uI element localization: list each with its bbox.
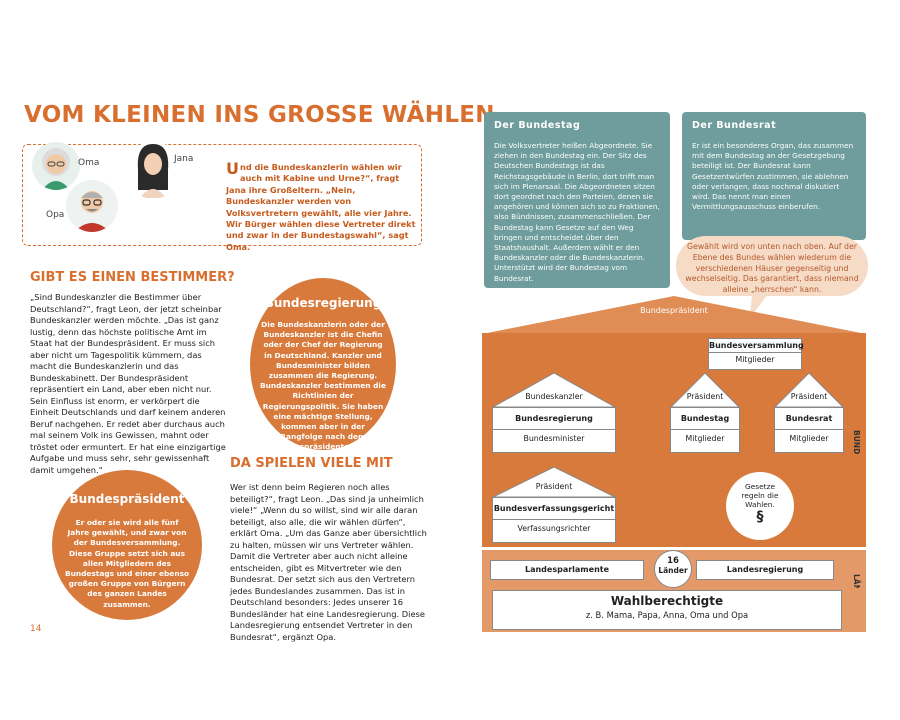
- diagram-bundestag-title: Bundestag: [680, 414, 730, 423]
- diagram-bundestag-sub: Mitglieder: [671, 429, 739, 443]
- oma-avatar: [32, 142, 80, 190]
- diagram-versammlung-title: Bundesversammlung: [709, 341, 804, 350]
- bundesrat-info-title: Der Bundesrat: [692, 120, 777, 131]
- oma-label: Oma: [78, 158, 100, 168]
- diagram-gesetze-circle: Gesetze regeln die Wahlen. §: [726, 472, 794, 540]
- diagram-landesregierung-box: Landesregierung: [696, 560, 834, 580]
- diagram-bundesrat-box: Bundesrat Mitglieder: [774, 407, 844, 453]
- diagram-bund-label: BUND: [852, 430, 861, 455]
- diagram-kanzler-sub: Bundesminister: [493, 429, 615, 443]
- section-text-spielen: Wer ist denn beim Regieren noch alles be…: [230, 482, 427, 642]
- info-bubble-text: Gewählt wird von unten nach oben. Auf de…: [685, 242, 859, 295]
- diagram-gesetze-text: Gesetze regeln die Wahlen.: [741, 482, 779, 509]
- diagram-roof-label: Bundespräsident: [640, 306, 708, 315]
- circle-bundesregierung-text: Die Bundeskanzlerin oder der Bundeskanzl…: [260, 320, 386, 462]
- section-text-bestimmer: „Sind Bundeskanzler die Bestimmer über D…: [30, 292, 226, 475]
- section-heading-spielen: DA SPIELEN VIELE MIT: [230, 456, 393, 471]
- diagram-gericht-title: Bundesverfassungsgericht: [493, 504, 615, 513]
- circle-bundespraesident-text: Er oder sie wird alle fünf Jahre gewählt…: [64, 518, 190, 609]
- paragraph-icon: §: [756, 509, 764, 525]
- page-number: 14: [30, 624, 42, 634]
- diagram-bundesrat-roof-label: Präsident: [790, 392, 828, 401]
- diagram-wahlberechtigte-box: Wahlberechtigte z. B. Mama, Papa, Anna, …: [492, 590, 842, 630]
- diagram-kanzler-title: Bundesregierung: [515, 414, 593, 423]
- diagram-kanzler-roof: [492, 372, 616, 408]
- diagram-kanzler-roof-label: Bundeskanzler: [525, 392, 583, 401]
- diagram-kanzler-box: Bundesregierung Bundesminister: [492, 407, 616, 453]
- diagram-bundesrat-sub: Mitglieder: [775, 429, 843, 443]
- bundestag-info-text: Die Volksvertreter heißen Abgeordnete. S…: [494, 141, 660, 283]
- circle-bundespraesident: Bundespräsident Er oder sie wird alle fü…: [52, 470, 202, 620]
- diagram-gericht-box: Bundesverfassungsgericht Verfassungsrich…: [492, 497, 616, 543]
- diagram-bundesrat-title: Bundesrat: [785, 414, 833, 423]
- bundesrat-info-box: Der Bundesrat Er ist ein besonderes Orga…: [682, 112, 866, 240]
- diagram-wahlberechtigte-title: Wahlberechtigte: [610, 594, 724, 608]
- diagram-wahlberechtigte-sub: z. B. Mama, Papa, Anna, Oma und Opa: [585, 610, 749, 620]
- jana-avatar: [130, 140, 176, 198]
- circle-bundesregierung: Bundesregierung Die Bundeskanzlerin oder…: [250, 278, 396, 462]
- diagram-laender-badge-word: Länder: [658, 566, 688, 575]
- circle-bundespraesident-title: Bundespräsident: [69, 492, 185, 506]
- circle-bundesregierung-title: Bundesregierung: [264, 296, 382, 310]
- bundesrat-info-text: Er ist ein besonderes Organ, das zusamme…: [692, 141, 854, 212]
- diagram-laender-badge-number: 16: [667, 556, 679, 566]
- intro-paragraph: nd die Bundeskanzlerin wählen wir auch m…: [226, 162, 416, 252]
- opa-label: Opa: [46, 210, 65, 220]
- info-bubble: Gewählt wird von unten nach oben. Auf de…: [676, 236, 868, 296]
- intro-box: [22, 144, 422, 246]
- diagram-laender-badge: 16 Länder: [654, 550, 692, 588]
- diagram-bundestag-roof-label: Präsident: [686, 392, 724, 401]
- jana-label: Jana: [174, 154, 194, 164]
- bundestag-info-box: Der Bundestag Die Volksvertreter heißen …: [484, 112, 670, 288]
- diagram-versammlung-box: Bundesversammlung Mitglieder: [708, 338, 804, 370]
- diagram-bundesrat-roof: [774, 372, 844, 408]
- page-title: VOM KLEINEN INS GROSSE WÄHLEN: [24, 102, 495, 128]
- diagram-versammlung-sub: Mitglieder: [709, 352, 801, 364]
- bundestag-info-title: Der Bundestag: [494, 120, 581, 131]
- section-heading-bestimmer: GIBT ES EINEN BESTIMMER?: [30, 270, 235, 285]
- diagram-roof: [482, 296, 866, 334]
- opa-avatar: [66, 180, 118, 232]
- diagram-gericht-sub: Verfassungsrichter: [493, 519, 615, 533]
- diagram-gericht-roof-label: Präsident: [535, 482, 573, 491]
- diagram-bundestag-roof: [670, 372, 740, 408]
- diagram-bundestag-box: Bundestag Mitglieder: [670, 407, 740, 453]
- intro-dropcap: U: [226, 159, 239, 178]
- diagram-landesparlamente-box: Landesparlamente: [490, 560, 644, 580]
